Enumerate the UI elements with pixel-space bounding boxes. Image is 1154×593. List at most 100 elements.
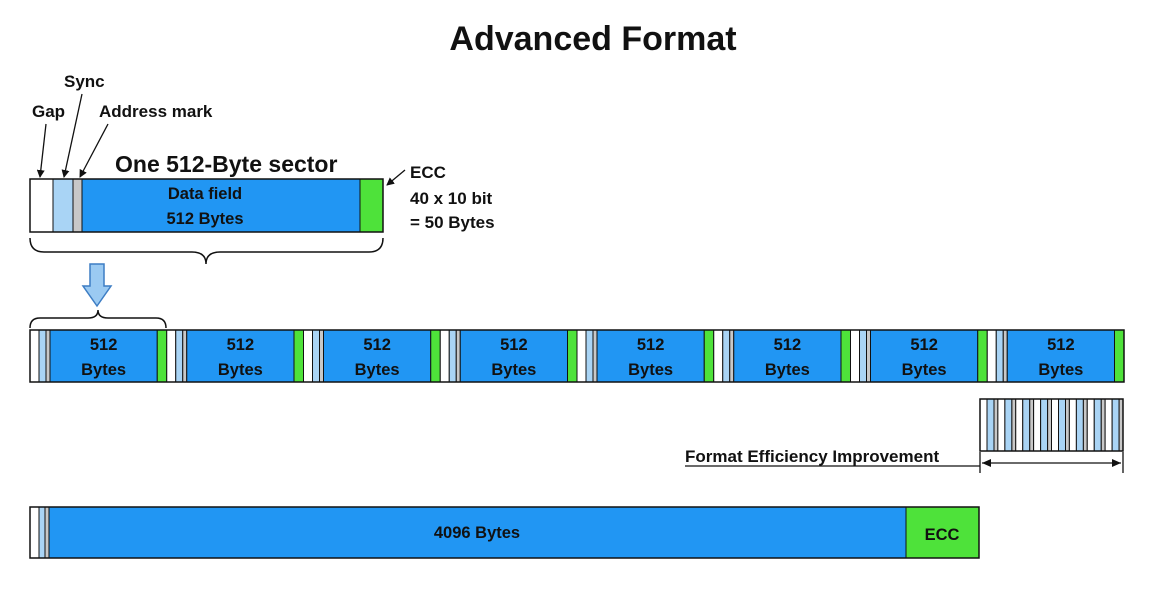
sync-pointer xyxy=(61,93,83,178)
address-mark-label: Address mark xyxy=(99,102,213,121)
sync-segment xyxy=(1075,398,1084,452)
address-mark-segment xyxy=(592,329,598,383)
sync-segment xyxy=(38,329,47,383)
sync-segment xyxy=(1004,398,1013,452)
ecc-pointer xyxy=(386,169,406,186)
address-mark-segment xyxy=(1011,398,1017,452)
address-mark-segment xyxy=(72,178,83,233)
ecc-label: ECC xyxy=(410,163,446,182)
sector-brace xyxy=(29,237,384,265)
sector-size-unit: Bytes xyxy=(1038,361,1083,379)
sector-size-number: 512 xyxy=(363,336,391,354)
sync-segment xyxy=(1040,398,1049,452)
data-segment xyxy=(870,329,979,383)
sync-segment xyxy=(585,329,594,383)
address-mark-segment xyxy=(1082,398,1088,452)
data-segment xyxy=(49,329,158,383)
address-mark-segment xyxy=(319,329,324,383)
gap-segment xyxy=(1015,398,1024,452)
sync-segment xyxy=(995,329,1004,383)
sync-segment xyxy=(1093,398,1102,452)
ecc-segment xyxy=(430,329,441,383)
sector-4096: 4096 Bytes ECC xyxy=(29,506,980,559)
gap-segment xyxy=(29,506,40,559)
sync-label: Sync xyxy=(64,72,105,91)
sync-segment xyxy=(175,329,184,383)
efficiency-arrow-right-icon xyxy=(1112,459,1121,467)
sync-segment xyxy=(38,506,46,559)
address-mark-segment xyxy=(44,506,50,559)
ecc-segment xyxy=(359,178,384,233)
data-field-label: Data field xyxy=(168,185,242,203)
data-segment xyxy=(323,329,432,383)
efficiency-dimension: Format Efficiency Improvement xyxy=(685,447,1124,473)
sector-size-unit: Bytes xyxy=(628,361,673,379)
gap-segment xyxy=(29,178,54,233)
sector-size-number: 512 xyxy=(90,336,118,354)
gap-segment xyxy=(1068,398,1077,452)
sector-size-number: 512 xyxy=(774,336,802,354)
gap-segment xyxy=(850,329,860,383)
row-brace xyxy=(29,309,167,329)
address-mark-segment xyxy=(182,329,188,383)
sector-heading: One 512-Byte sector xyxy=(115,151,337,177)
ecc-4096-label: ECC xyxy=(925,526,960,544)
address-mark-segment xyxy=(1002,329,1008,383)
sector-size-number: 512 xyxy=(910,336,938,354)
sync-segment xyxy=(986,398,995,452)
address-mark-segment xyxy=(1065,398,1070,452)
address-mark-segment xyxy=(993,398,999,452)
ecc-segment xyxy=(156,329,168,383)
gap-segment xyxy=(439,329,450,383)
sync-segment xyxy=(722,329,731,383)
sector-row-outline xyxy=(29,329,1125,383)
sector-size-number: 512 xyxy=(500,336,528,354)
address-mark-pointer xyxy=(79,123,109,178)
single-sector: Data field 512 Bytes xyxy=(29,178,384,233)
address-mark-segment xyxy=(1029,398,1035,452)
address-mark-segment xyxy=(1100,398,1106,452)
data-field-size-label: 512 Bytes xyxy=(166,210,243,228)
ecc-segment xyxy=(293,329,304,383)
overhead-strip-outline xyxy=(979,398,1124,452)
ecc-detail-bytes: = 50 Bytes xyxy=(410,213,495,232)
sync-segment xyxy=(1111,398,1120,452)
address-mark-segment xyxy=(45,329,51,383)
gap-segment xyxy=(1033,398,1042,452)
sector-4096-outline xyxy=(29,506,980,559)
address-mark-segment xyxy=(866,329,871,383)
diagram-title: Advanced Format xyxy=(449,20,736,58)
sector-size-unit: Bytes xyxy=(81,361,126,379)
data-segment xyxy=(733,329,842,383)
gap-label: Gap xyxy=(32,102,65,121)
data-field-segment xyxy=(81,178,361,233)
efficiency-arrow-left-icon xyxy=(982,459,991,467)
gap-segment xyxy=(1104,398,1113,452)
ecc-segment xyxy=(977,329,988,383)
gap-segment xyxy=(979,398,988,452)
data-4096-label: 4096 Bytes xyxy=(434,524,520,542)
gap-segment xyxy=(1051,398,1059,452)
ecc-segment xyxy=(703,329,715,383)
gap-segment xyxy=(166,329,177,383)
gap-segment xyxy=(986,329,997,383)
data-segment xyxy=(596,329,705,383)
sector-size-number: 512 xyxy=(227,336,255,354)
sector-size-unit: Bytes xyxy=(765,361,810,379)
sector-size-number: 512 xyxy=(1047,336,1075,354)
ecc-segment xyxy=(1114,329,1125,383)
data-segment xyxy=(1006,329,1115,383)
efficiency-label: Format Efficiency Improvement xyxy=(685,447,939,466)
gap-segment xyxy=(303,329,313,383)
ecc-segment xyxy=(840,329,851,383)
sync-segment xyxy=(1058,398,1066,452)
address-mark-segment xyxy=(1047,398,1052,452)
sector-size-unit: Bytes xyxy=(355,361,400,379)
